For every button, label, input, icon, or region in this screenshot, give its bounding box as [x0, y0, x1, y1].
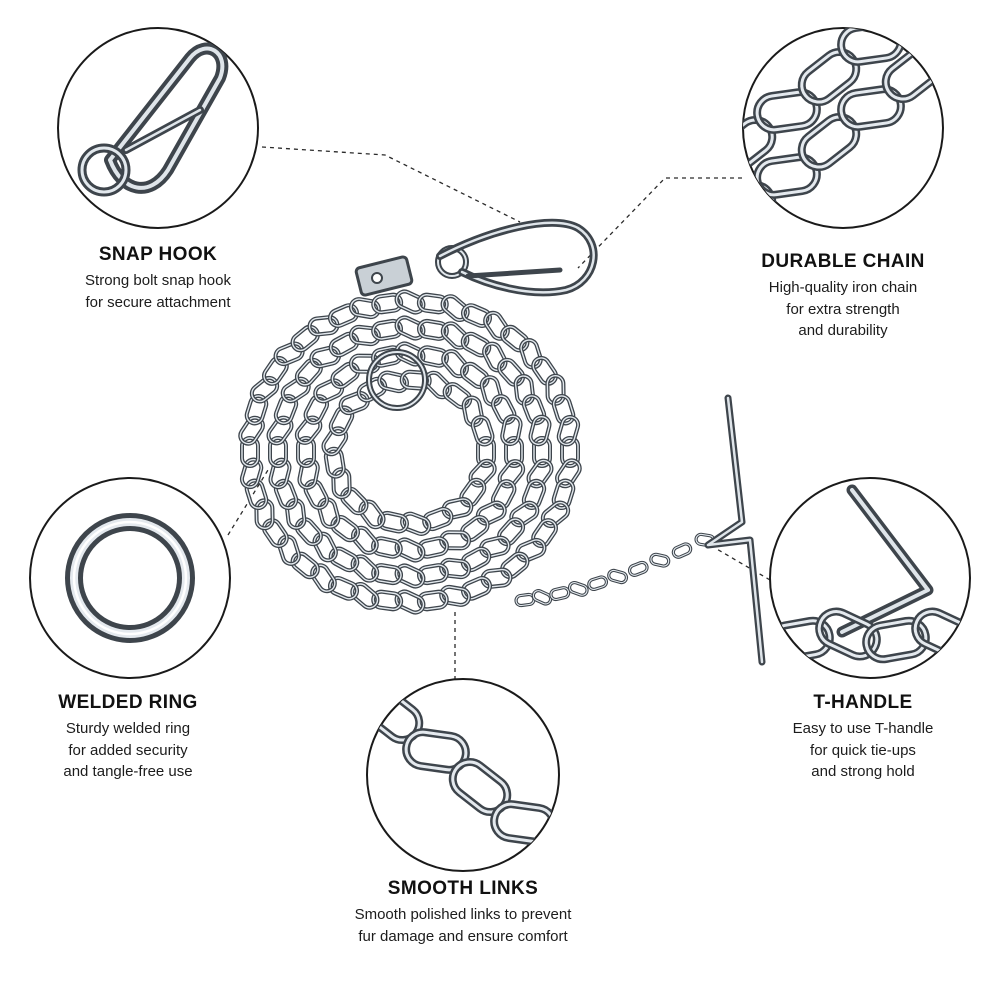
chain-link [336, 388, 373, 418]
chain-link [493, 354, 529, 391]
smooth-links-callout [366, 678, 560, 872]
chain-link [528, 352, 562, 389]
t-handle-description-line: for quick tie-ups [810, 741, 916, 759]
chain-link [291, 513, 327, 550]
main-welded-ring [366, 349, 428, 411]
snap-hook-description: Strong bolt snap hook for secure attachm… [38, 270, 278, 313]
chain-link [275, 532, 303, 568]
durable-chain-description: High-quality iron chain for extra streng… [723, 277, 963, 342]
welded-ring-description-line: Sturdy welded ring [65, 720, 191, 737]
durable-chain-description-line: High-quality iron chain [768, 279, 918, 296]
chain-link [512, 535, 549, 565]
chain-link [291, 354, 327, 391]
welded-ring-description: Sturdy welded ring for added security an… [8, 718, 248, 783]
t-handle-description-line: and strong hold [811, 763, 915, 780]
chain-link [923, 19, 987, 61]
chain-link [566, 579, 591, 599]
chain-link [879, 0, 947, 41]
welded-ring-description-line: and tangle-free use [63, 763, 193, 780]
t-handle-icon [768, 484, 1000, 662]
chain-link [310, 375, 347, 407]
coiled-chain-product [235, 218, 766, 666]
chain-link [530, 587, 554, 608]
chain-link [605, 567, 630, 586]
chain-link [456, 358, 493, 393]
leader-lines [227, 146, 771, 680]
smooth-links-description: Smooth polished links to prevent fur dam… [313, 904, 613, 947]
chain-link [441, 381, 473, 411]
durable-chain-title: DURABLE CHAIN [761, 251, 925, 272]
chain-link [626, 559, 651, 579]
chain-link [670, 540, 694, 561]
chain-link [479, 338, 511, 376]
chain-link [960, 618, 1000, 662]
chain-link [327, 511, 364, 546]
chain-link [258, 515, 292, 552]
welded-ring-title: WELDED RING [58, 692, 198, 713]
t-handle-description-line: Easy to use T-handle [792, 720, 934, 737]
chain-link [513, 592, 537, 608]
t-handle-callout [768, 477, 1000, 679]
snap-hook-title: SNAP HOOK [98, 244, 218, 265]
chain-link [457, 543, 495, 576]
chain-link [309, 528, 341, 566]
durable-chain-callout [711, 0, 987, 242]
durable-chain-description-line: for extra strength [786, 300, 900, 318]
welded-ring-description-line: for added security [68, 741, 188, 759]
chain-link [548, 585, 572, 603]
smooth-links-title: SMOOTH LINKS [387, 878, 539, 899]
smooth-links-description-line: Smooth polished links to prevent [354, 906, 572, 923]
durable-chain-description-line: and durability [798, 322, 888, 339]
chain-link [585, 574, 610, 593]
snap-hook-icon [77, 42, 229, 197]
chain-link [325, 328, 363, 361]
chain-link [391, 586, 429, 618]
chain-link [493, 513, 529, 550]
welded-ring-callout [29, 477, 231, 679]
chain-link [711, 178, 779, 242]
chain-link [391, 560, 429, 592]
chain-link [517, 336, 545, 372]
chain-link [456, 474, 490, 511]
t-handle-description: Easy to use T-handle for quick tie-ups a… [743, 718, 983, 783]
smooth-links-description-line: fur damage and ensure comfort [358, 927, 568, 945]
snap-hook-description-line: Strong bolt snap hook [85, 272, 231, 289]
welded-ring-icon [65, 513, 195, 643]
chain-link [391, 286, 429, 318]
main-t-handle [704, 394, 766, 666]
chain-link [473, 497, 510, 529]
main-snap-hook [354, 218, 598, 297]
chain-link [336, 483, 372, 519]
snap-hook-callout [57, 27, 259, 229]
snap-hook-description-line: for secure attachment [85, 293, 231, 311]
chain-link [271, 339, 308, 369]
t-handle-title: T-HANDLE [813, 692, 913, 713]
chain-link [391, 312, 429, 344]
chain-link [648, 551, 672, 569]
